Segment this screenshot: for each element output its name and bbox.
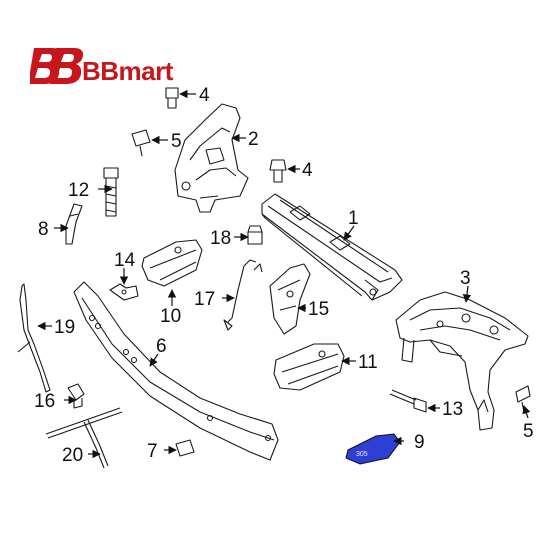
part-3-side-frame [395, 291, 529, 431]
callout-15: 15 [308, 299, 329, 320]
part-4-fastener-top [165, 87, 179, 109]
callout-14: 14 [114, 250, 136, 271]
callout-9: 9 [414, 432, 425, 453]
part-10-bracket [141, 239, 203, 287]
part-18-fastener [247, 225, 263, 245]
callout-7: 7 [147, 441, 158, 462]
callout-4-top: 4 [199, 85, 210, 106]
callout-3: 3 [460, 268, 471, 289]
callout-4-mid: 4 [302, 160, 313, 181]
part-15-bracket [269, 263, 311, 335]
part-9-highlighted-bracket: 305 [345, 433, 401, 465]
part-20-rod [45, 407, 123, 469]
brand-logo: BBmart [30, 44, 173, 88]
svg-text:305: 305 [356, 451, 368, 458]
part-12-bolt [103, 167, 119, 217]
callout-11: 11 [358, 352, 378, 373]
callout-13: 13 [442, 399, 463, 420]
part-4-fastener-mid [269, 159, 287, 183]
part-16-fastener [67, 383, 85, 409]
callout-12: 12 [68, 180, 89, 201]
part-8-clip [65, 203, 83, 245]
part-2-bracket [174, 103, 249, 213]
part-14-clip [109, 283, 139, 301]
callout-arrows [37, 89, 531, 459]
part-13-bolt [389, 389, 427, 413]
brand-logo-text: BBmart [82, 56, 173, 86]
part-11-bracket [273, 343, 345, 391]
part-7-fastener [175, 439, 195, 457]
callout-19: 19 [54, 317, 75, 338]
callout-6: 6 [156, 336, 167, 357]
callout-17: 17 [194, 289, 215, 310]
part-1-crossbar [261, 193, 403, 301]
callout-5-top: 5 [171, 131, 182, 152]
callout-8: 8 [38, 219, 49, 240]
callout-16: 16 [34, 391, 55, 412]
part-19-strip [17, 283, 51, 393]
callout-10: 10 [160, 306, 181, 327]
part-6-lower-crossmember [73, 281, 279, 461]
callout-labels: 4 5 2 4 12 8 1 18 14 3 10 17 15 19 6 11 … [34, 85, 534, 466]
callout-2: 2 [248, 129, 259, 150]
bb-logo-icon [30, 48, 84, 84]
part-5-fastener-right [515, 385, 531, 413]
part-17-cable [223, 259, 263, 331]
callout-18: 18 [210, 228, 231, 249]
callout-20: 20 [62, 445, 83, 466]
part-5-fastener-top [131, 129, 151, 157]
callout-5-right: 5 [523, 421, 534, 442]
callout-1: 1 [348, 208, 359, 229]
